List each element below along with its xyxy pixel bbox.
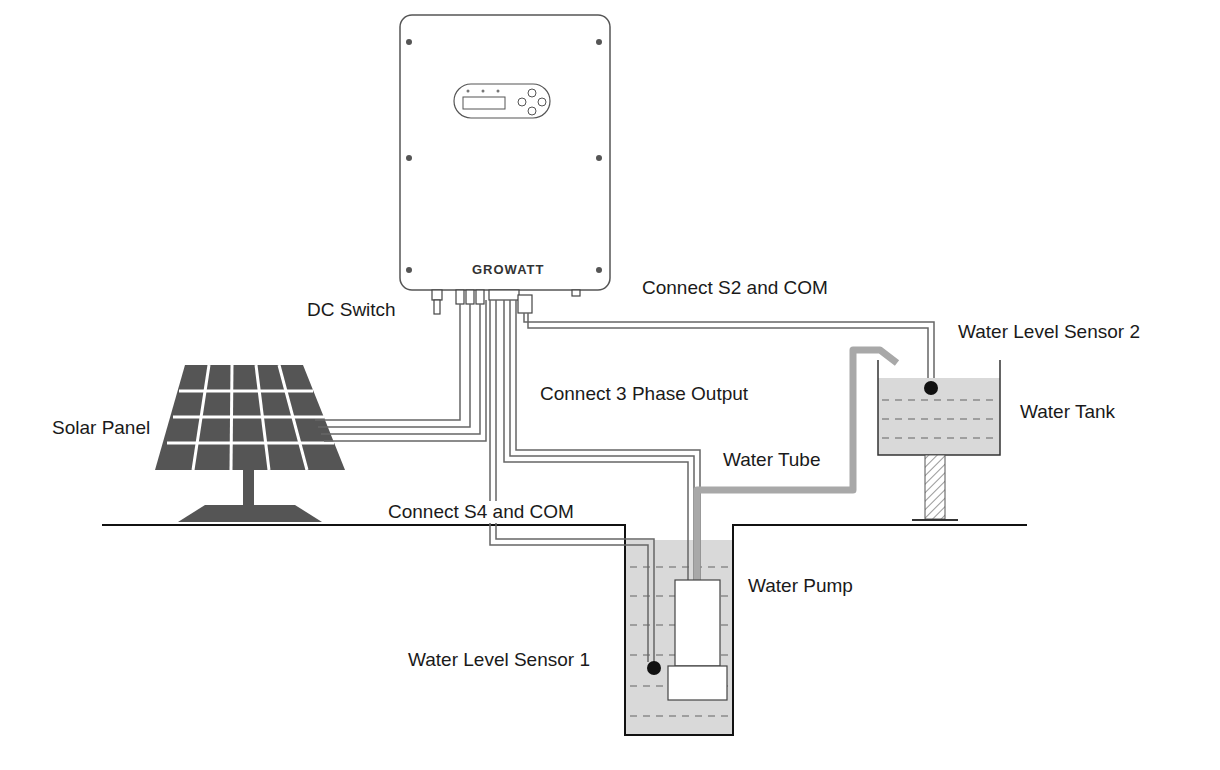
inverter bbox=[400, 15, 610, 314]
wires bbox=[315, 300, 934, 662]
part-label: DC Switch bbox=[305, 299, 398, 321]
water-tank bbox=[878, 360, 1000, 520]
part-label: Water Pump bbox=[746, 575, 855, 597]
water-level-sensor bbox=[924, 381, 938, 395]
part-label: Water Tank bbox=[1018, 401, 1117, 423]
water-pump bbox=[668, 580, 727, 700]
wiring-note: Connect S4 and COM bbox=[386, 501, 576, 523]
part-label: Water Level Sensor 2 bbox=[956, 321, 1142, 343]
part-label: Solar Panel bbox=[50, 417, 152, 439]
solar-panel bbox=[155, 365, 345, 522]
brand-logo: GROWATT bbox=[470, 262, 546, 277]
wiring-note: Connect 3 Phase Output bbox=[538, 383, 750, 405]
ground bbox=[102, 525, 1027, 735]
part-label: Water Tube bbox=[721, 449, 823, 471]
part-label: Water Level Sensor 1 bbox=[406, 649, 592, 671]
water-level-sensor bbox=[647, 661, 661, 675]
wiring-note: Connect S2 and COM bbox=[640, 277, 830, 299]
